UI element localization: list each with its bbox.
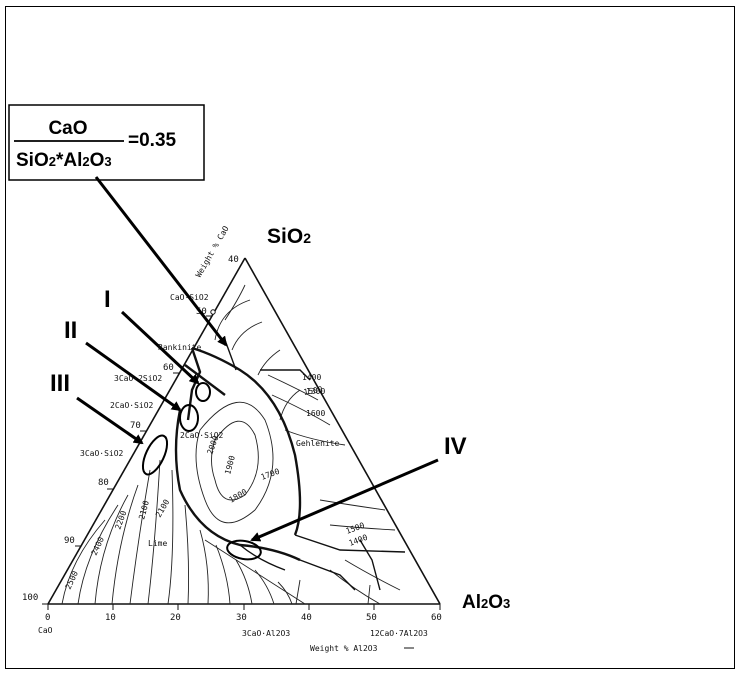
left-tick-90: 90 — [64, 536, 75, 546]
isotherm-1400-b: 1400 — [348, 533, 369, 548]
label-sio2: SiO2 — [267, 225, 311, 248]
phase-c3s: 3CaO·SiO2 — [80, 449, 124, 458]
isotherm-1400: 1400 — [302, 373, 321, 382]
left-tick-100: 100 — [22, 593, 38, 603]
phase-c3s2: 3CaO·2SiO2 — [114, 374, 162, 383]
left-tick-80: 80 — [98, 478, 109, 488]
bottom-tick-20: 20 — [170, 613, 181, 623]
phase-gehlenite: Gehlenite — [296, 439, 340, 448]
phase-lime: Lime — [148, 539, 167, 548]
isotherm-2100-b: 2100 — [154, 498, 172, 519]
bottom-origin-label: CaO — [38, 626, 53, 635]
arrow-IV — [250, 458, 439, 542]
phase-c2s-b: 2CaO·SiO2 — [180, 431, 224, 440]
phase-labels: CaO·SiO2 Rankinite 3CaO·2SiO2 2CaO·SiO2 … — [80, 293, 428, 638]
isotherm-1300: 1300 — [306, 387, 325, 396]
bottom-tick-30: 30 — [236, 613, 247, 623]
left-axis-ticks: 100 90 80 70 60 50 40 Weight % CaO — [22, 224, 239, 605]
isotherm-1500: 1500 — [303, 385, 324, 397]
arrow-II — [85, 341, 182, 412]
left-axis-title: Weight % CaO — [194, 224, 231, 279]
region-label-I: I — [104, 286, 111, 313]
phase-c3a: 3CaO·Al2O3 — [242, 629, 290, 638]
bottom-tick-10: 10 — [105, 613, 116, 623]
left-tick-60: 60 — [163, 363, 174, 373]
bottom-tick-40: 40 — [301, 613, 312, 623]
highlight-ellipses — [141, 382, 262, 561]
isotherm-1900: 1900 — [223, 454, 237, 475]
bottom-axis-title: Weight % Al2O3 — [310, 644, 378, 653]
isotherm-1600: 1600 — [306, 409, 325, 418]
bottom-axis-ticks: 0 10 20 30 40 50 60 CaO Weight % Al2O3 — [38, 604, 442, 653]
arrow-I — [120, 310, 200, 385]
region-label-III: III — [50, 370, 70, 397]
isotherm-2200: 2200 — [113, 509, 128, 530]
region-label-II: II — [64, 317, 77, 344]
left-tick-70: 70 — [130, 421, 141, 431]
region-label-IV: IV — [444, 433, 467, 460]
formula-numerator: CaO — [48, 118, 87, 139]
phase-cao-sio2: CaO·SiO2 — [170, 293, 209, 302]
isotherm-2100: 2100 — [137, 499, 151, 520]
formula-denominator: SiO2*Al2O3 — [16, 150, 112, 171]
pointer-arrows — [76, 176, 439, 542]
bottom-tick-50: 50 — [366, 613, 377, 623]
bottom-tick-0: 0 — [45, 613, 50, 623]
phase-c2s: 2CaO·SiO2 — [110, 401, 154, 410]
boundary-curves — [174, 339, 406, 605]
ellipse-I — [195, 382, 211, 402]
arrow-formula — [94, 176, 228, 347]
left-tick-40: 40 — [228, 255, 239, 265]
formula-box: CaO SiO2*Al2O3 =0.35 — [8, 104, 205, 181]
ellipse-II — [179, 404, 199, 432]
phase-c12a7: 12CaO·7Al2O3 — [370, 629, 428, 638]
formula-value: =0.35 — [128, 130, 177, 151]
isotherm-1800: 1800 — [228, 487, 249, 505]
arrow-III — [76, 396, 144, 445]
ellipse-IV — [226, 539, 262, 561]
phase-rankinite: Rankinite — [158, 343, 202, 352]
bottom-tick-60: 60 — [431, 613, 442, 623]
ellipse-III — [141, 434, 169, 476]
label-al2o3: Al2O3 — [462, 592, 510, 613]
figure-frame — [5, 6, 735, 669]
